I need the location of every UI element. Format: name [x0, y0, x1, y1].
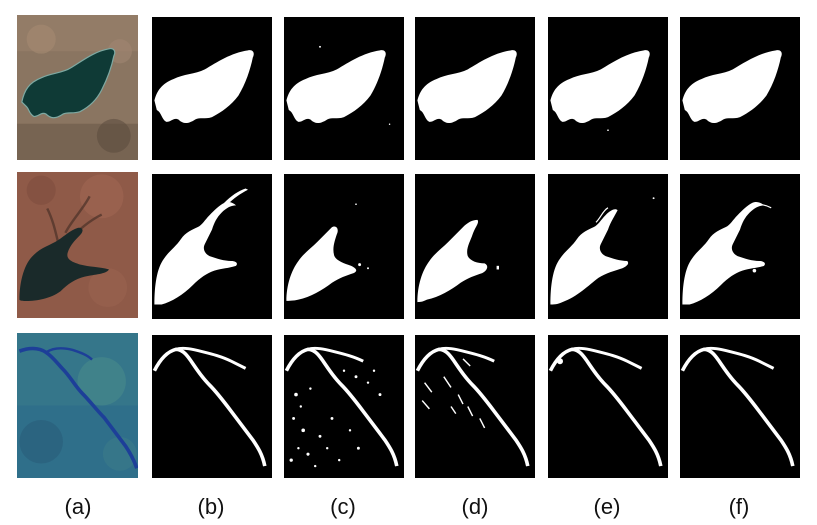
column-label-d: (d) [461, 494, 489, 519]
column-label-a: (a) [64, 494, 92, 519]
row3-mask-d [415, 335, 535, 478]
row3-mask-c [284, 335, 404, 478]
row1-mask-c [284, 17, 404, 160]
column-label-f: (f) [728, 494, 750, 519]
row3-satellite-image [17, 333, 138, 478]
row1-mask-d [415, 17, 535, 160]
row3-mask-f [680, 335, 800, 478]
row2-satellite-image [17, 172, 138, 318]
column-label-e: (e) [593, 494, 621, 519]
row2-mask-e [548, 174, 668, 319]
row2-mask-c [284, 174, 404, 319]
row3-mask-e [548, 335, 668, 478]
row1-mask-b [152, 17, 272, 160]
row2-mask-b [152, 174, 272, 319]
row1-mask-e [548, 17, 668, 160]
row1-mask-f [680, 17, 800, 160]
row1-satellite-image [17, 15, 138, 160]
row2-mask-d [415, 174, 535, 319]
row2-mask-f [680, 174, 800, 319]
column-label-b: (b) [197, 494, 225, 519]
column-label-c: (c) [330, 494, 356, 519]
row3-mask-b [152, 335, 272, 478]
